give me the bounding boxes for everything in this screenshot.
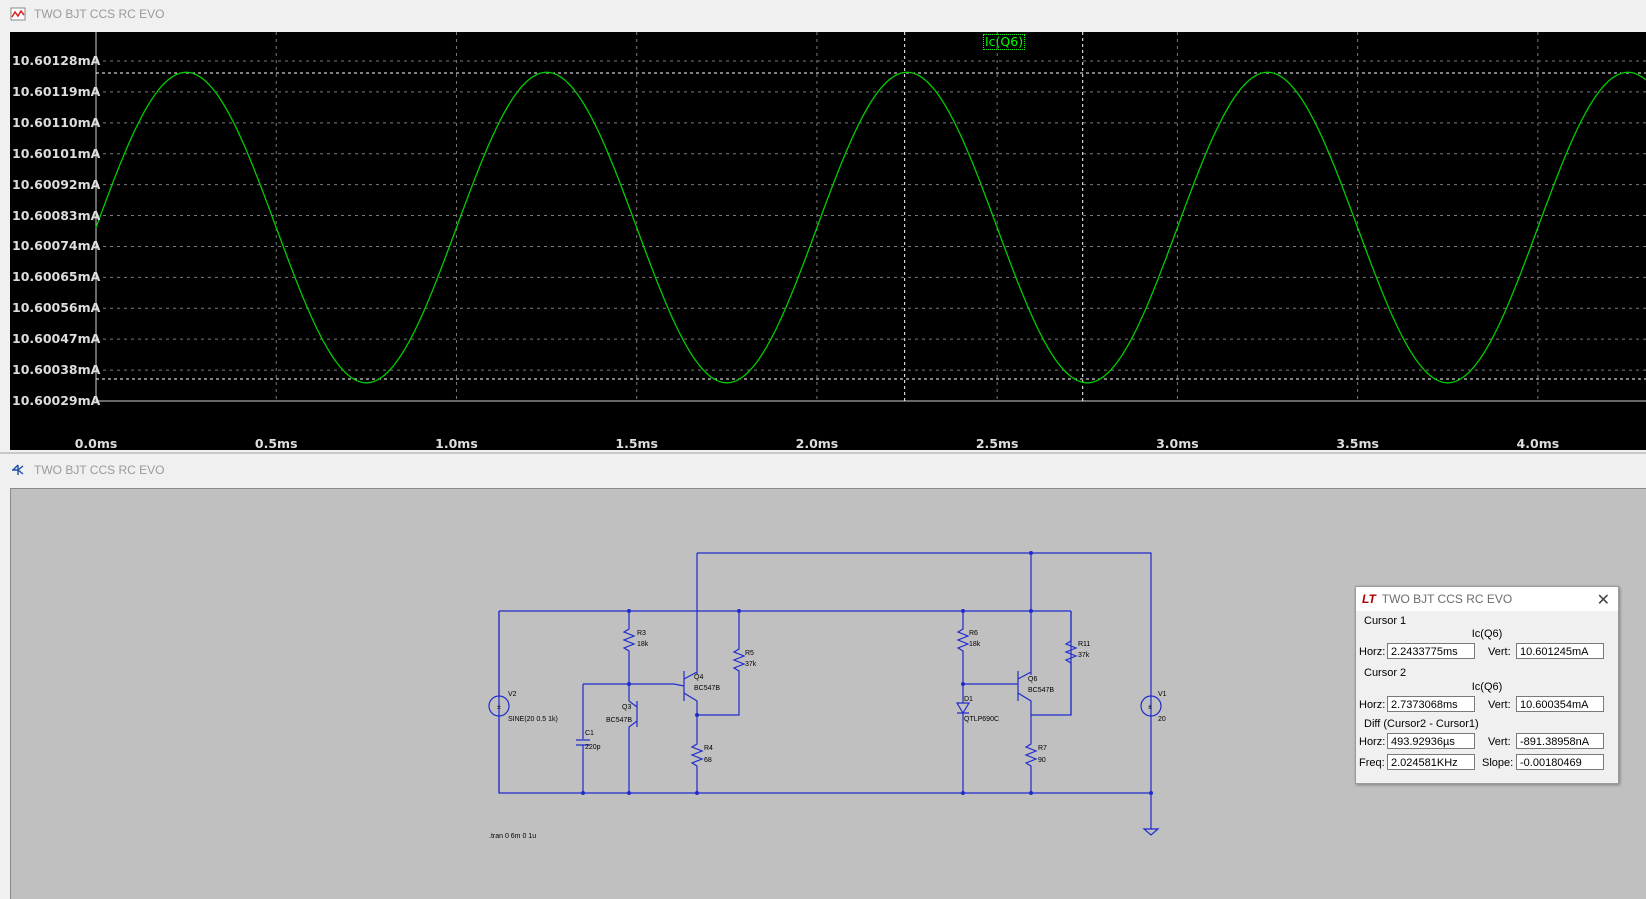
cursor2-group-label: Cursor 2 — [1364, 667, 1407, 679]
r7-name: R7 — [1038, 745, 1047, 752]
y-tick-label: 10.60038mA — [12, 362, 101, 378]
cursor1-horz-label: Horz: — [1359, 646, 1386, 658]
x-tick-label: 2.0ms — [795, 436, 839, 451]
r5-name: R5 — [745, 650, 754, 657]
diff-freq-field[interactable]: 2.024581KHz — [1387, 754, 1475, 770]
c1-name: C1 — [585, 730, 594, 737]
v2-value: SINE(20 0.5 1k) — [508, 716, 558, 723]
trace-label[interactable]: Ic(Q6) — [983, 34, 1026, 50]
v2-name: V2 — [508, 691, 517, 698]
schematic-drawing[interactable]: ± ± V2 SINE(20 0.5 1k) R3 18k R5 37k Q4 … — [11, 489, 1646, 899]
schematic-titlebar[interactable]: TWO BJT CCS RC EVO — [0, 456, 1646, 484]
q6-value: BC547B — [1028, 687, 1054, 694]
ltspice-logo-icon: LT — [1362, 592, 1376, 606]
cursor2-trace: Ic(Q6) — [1471, 681, 1503, 693]
y-tick-label: 10.60047mA — [12, 331, 101, 347]
dialog-titlebar[interactable]: LT TWO BJT CCS RC EVO ✕ — [1356, 587, 1618, 611]
v1-value: 20 — [1158, 716, 1166, 723]
cursor2-vert-field[interactable]: 10.600354mA — [1516, 696, 1604, 712]
schematic-window-title: TWO BJT CCS RC EVO — [34, 463, 165, 477]
cursor2-horz-label: Horz: — [1359, 699, 1386, 711]
y-tick-label: 10.60074mA — [12, 238, 101, 254]
waveform-plot[interactable]: 10.60128mA 10.60119mA 10.60110mA 10.60101mA… — [10, 32, 1646, 451]
r3-name: R3 — [637, 630, 646, 637]
y-tick-label: 10.60092mA — [12, 176, 101, 192]
y-tick-label: 10.60029mA — [12, 393, 101, 408]
cursor1-trace: Ic(Q6) — [1471, 628, 1503, 640]
diff-vert-label: Vert: — [1488, 736, 1511, 748]
r6-value: 18k — [969, 641, 981, 648]
cursor1-vert-field[interactable]: 10.601245mA — [1516, 643, 1604, 659]
diff-slope-label: Slope: — [1482, 757, 1514, 769]
waveform-icon — [10, 7, 26, 21]
y-tick-label: 10.60056mA — [12, 300, 101, 316]
x-tick-label: 0.0ms — [74, 436, 118, 451]
r4-name: R4 — [704, 745, 713, 752]
close-icon[interactable]: ✕ — [1596, 592, 1610, 609]
y-tick-label: 10.60110mA — [12, 114, 101, 130]
x-tick-label: 0.5ms — [254, 436, 298, 451]
x-tick-label: 3.5ms — [1336, 436, 1379, 451]
schematic-icon — [12, 464, 24, 475]
diff-group-label: Diff (Cursor2 - Cursor1) — [1364, 718, 1479, 730]
spice-directive[interactable]: .tran 0 6m 0 1u — [489, 833, 536, 840]
q6-name: Q6 — [1028, 676, 1037, 683]
plot-area[interactable] — [10, 32, 1646, 450]
c1-value: 220p — [585, 744, 601, 751]
y-tick-label: 10.60065mA — [12, 269, 101, 285]
r11-name: R11 — [1078, 641, 1090, 648]
diff-vert-field[interactable]: -891.38958nA — [1516, 733, 1604, 749]
y-tick-label: 10.60083mA — [12, 207, 101, 223]
y-tick-label: 10.60101mA — [12, 145, 101, 161]
plot-window-title: TWO BJT CCS RC EVO — [34, 7, 165, 21]
d1-value: QTLP690C — [964, 716, 999, 723]
q4-value: BC547B — [694, 685, 720, 692]
r4-value: 68 — [704, 757, 712, 764]
x-tick-label: 1.0ms — [435, 436, 478, 451]
diff-horz-field[interactable]: 493.92936µs — [1387, 733, 1475, 749]
diff-slope-field[interactable]: -0.00180469 — [1516, 754, 1604, 770]
cursor2-vert-label: Vert: — [1488, 699, 1511, 711]
x-tick-label: 1.5ms — [615, 436, 658, 451]
r7-value: 90 — [1038, 757, 1046, 764]
r3-value: 18k — [637, 641, 649, 648]
x-tick-label: 3.0ms — [1156, 436, 1199, 451]
grid-lines — [95, 32, 1646, 402]
x-tick-label: 2.5ms — [975, 436, 1019, 451]
dialog-title: TWO BJT CCS RC EVO — [1381, 592, 1513, 606]
y-tick-label: 10.60128mA — [12, 53, 101, 68]
v2-plus-minus: ± — [497, 704, 501, 711]
diff-freq-label: Freq: — [1359, 757, 1385, 769]
cursor1-vert-label: Vert: — [1488, 646, 1511, 658]
r6-name: R6 — [969, 630, 978, 637]
r11-value: 37k — [1078, 652, 1090, 659]
cursor-readout-dialog: LT TWO BJT CCS RC EVO ✕ Cursor 1 Ic(Q6) … — [1355, 586, 1619, 784]
cursor2-horz-field[interactable]: 2.7373068ms — [1387, 696, 1475, 712]
q3-value: BC547B — [606, 717, 632, 724]
plot-titlebar[interactable]: TWO BJT CCS RC EVO — [0, 0, 1646, 28]
cursor1-horz-field[interactable]: 2.2433775ms — [1387, 643, 1475, 659]
cursor1-group-label: Cursor 1 — [1364, 615, 1407, 627]
q4-name: Q4 — [694, 674, 703, 681]
diff-horz-label: Horz: — [1359, 736, 1386, 748]
v1-name: V1 — [1158, 691, 1167, 698]
x-tick-label: 4.0ms — [1516, 436, 1560, 451]
trace-ic-q6[interactable] — [95, 71, 1646, 384]
d1-name: D1 — [964, 696, 973, 703]
y-tick-label: 10.60119mA — [12, 83, 101, 99]
q3-name: Q3 — [622, 704, 631, 711]
r5-value: 37k — [745, 661, 757, 668]
v1-plus-minus: ± — [1148, 704, 1152, 711]
